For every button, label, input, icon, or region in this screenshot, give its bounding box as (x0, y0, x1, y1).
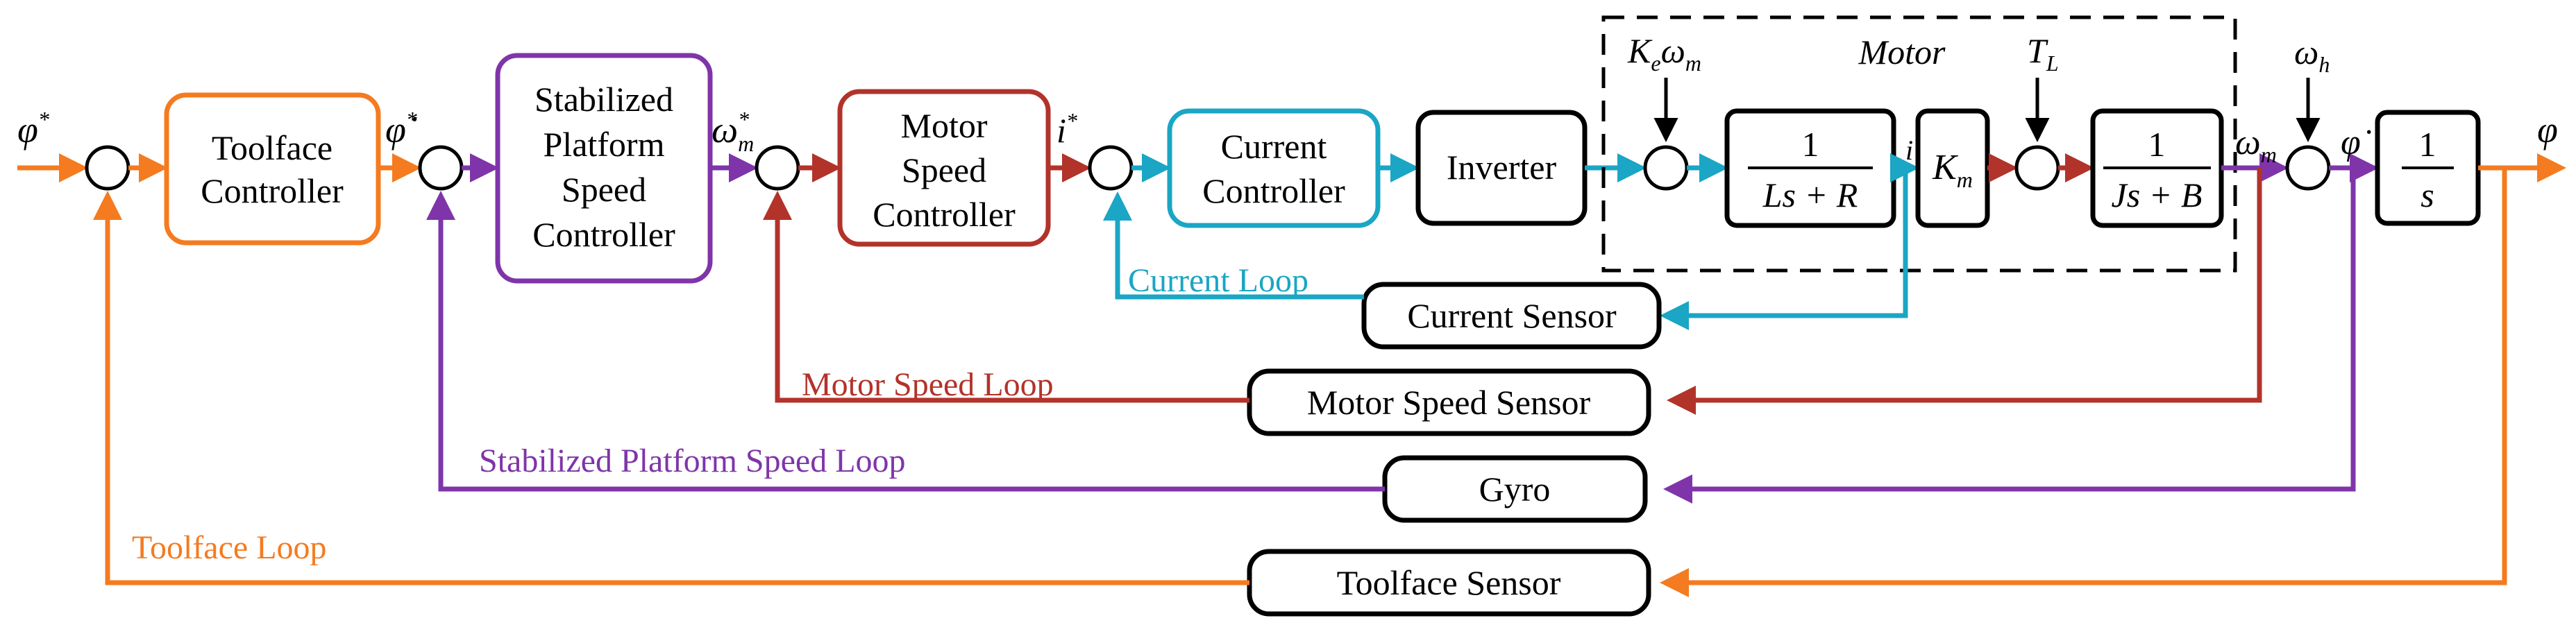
sum-junction-load (2014, 145, 2060, 191)
integrator-den: s (2421, 175, 2434, 214)
integrator-num: 1 (2419, 125, 2436, 164)
current-sensor-label: Current Sensor (1407, 296, 1617, 335)
wire-toolface-feedback-tap (1660, 168, 2507, 597)
omega-h-label: ωh (2294, 33, 2330, 77)
wire-current-feedback-tap (1660, 168, 1908, 330)
wire-motor-speed-feedback-return (763, 191, 1249, 403)
omega-m-label: ωm (2235, 123, 2277, 167)
motor-speed-loop-label: Motor Speed Loop (802, 366, 1054, 403)
phi-output-label: φ (2537, 109, 2558, 151)
phi-dot-ref-label: φ̇* (385, 107, 417, 151)
ke-omega-label: Keωm (1627, 31, 1701, 76)
motor-boundary (1601, 15, 2237, 273)
current-loop-label: Current Loop (1128, 262, 1308, 299)
inverter-label: Inverter (1447, 148, 1557, 187)
wire-platform-feedback-return (426, 191, 1385, 492)
platform-controller-line4: Controller (532, 215, 675, 254)
toolface-controller-block (164, 92, 381, 246)
signal-i: i (1905, 135, 1913, 166)
sum-junction-current (1088, 145, 1134, 191)
wire-toolface-feedback-return (93, 191, 1249, 585)
wire-platform-feedback-tap (1663, 168, 2356, 504)
electrical-tf-num: 1 (1802, 125, 1819, 164)
current-sensor-block (1361, 282, 1662, 350)
phi-ref-label: φ* (17, 107, 49, 151)
toolface-controller-line1: Toolface (212, 128, 332, 167)
gyro-label: Gyro (1479, 470, 1551, 508)
toolface-sensor-label: Toolface Sensor (1337, 563, 1561, 602)
sum-junction-toolface (85, 145, 131, 191)
mechanical-tf-num: 1 (2148, 125, 2166, 164)
i-ref-label: i* (1057, 108, 1077, 150)
electrical-tf-den: Ls + R (1762, 175, 1858, 214)
platform-controller-line3: Speed (562, 170, 646, 209)
sum-junction-motor-speed (755, 145, 800, 191)
platform-controller-line1: Stabilized (534, 80, 673, 119)
current-controller-line1: Current (1221, 127, 1327, 166)
toolface-controller-line2: Controller (201, 171, 344, 210)
sum-junction-gyro (2285, 145, 2331, 191)
km-label: Km (1932, 148, 1973, 192)
current-controller-line2: Controller (1202, 171, 1345, 210)
toolface-loop-label: Toolface Loop (132, 529, 327, 566)
omega-m-ref-label: ω*m (712, 107, 754, 156)
mechanical-tf-den: Js + B (2112, 175, 2203, 214)
wire-current-feedback-return (1103, 191, 1364, 300)
sum-junction-back-emf (1643, 145, 1689, 191)
platform-controller-line2: Platform (544, 125, 665, 164)
motor-label: Motor (1858, 33, 1946, 71)
motor-speed-controller-line1: Motor (901, 106, 988, 145)
tl-label: TL (2027, 31, 2059, 76)
phi-dot-label: φ̇ (2341, 123, 2371, 162)
platform-loop-label: Stabilized Platform Speed Loop (479, 443, 906, 479)
motor-speed-controller-line3: Controller (873, 195, 1016, 234)
sum-junction-platform (418, 145, 464, 191)
motor-speed-sensor-label: Motor Speed Sensor (1307, 383, 1591, 422)
wire-motor-speed-feedback-tap (1667, 168, 2262, 415)
motor-speed-controller-line2: Speed (902, 151, 986, 189)
